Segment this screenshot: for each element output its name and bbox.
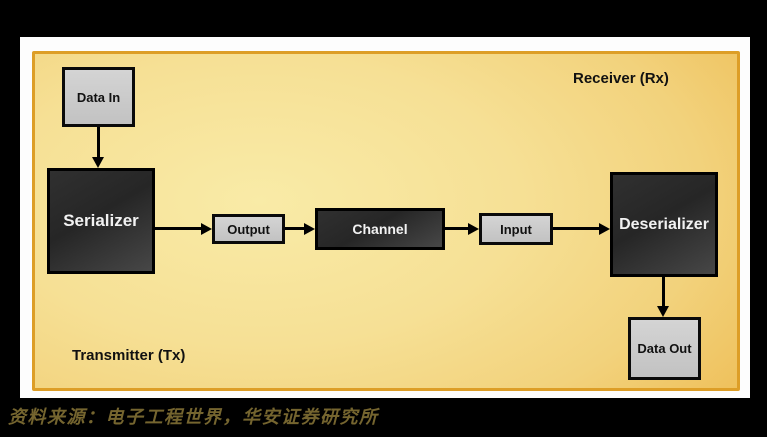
- node-output-label: Output: [227, 221, 270, 237]
- node-channel: Channel: [315, 208, 445, 250]
- node-channel-label: Channel: [352, 221, 408, 237]
- receiver-region-label: Receiver (Rx): [573, 70, 669, 87]
- node-serializer-label: Serializer: [63, 211, 139, 230]
- arrowhead-deserializer-dataout: [657, 306, 669, 317]
- source-caption: 资料来源：电子工程世界，华安证券研究所: [8, 407, 379, 428]
- transmitter-region-label: Transmitter (Tx): [72, 347, 186, 364]
- arrowhead-input-deserializer: [599, 223, 610, 235]
- arrow-channel-input: [445, 227, 469, 230]
- arrow-deserializer-dataout: [662, 277, 665, 307]
- arrow-serializer-output: [155, 227, 202, 230]
- node-serializer: Serializer: [47, 168, 155, 274]
- arrowhead-serializer-output: [201, 223, 212, 235]
- node-data-in-label: Data In: [76, 89, 121, 105]
- node-data-out-label: Data Out: [637, 341, 692, 356]
- node-output: Output: [212, 214, 285, 244]
- arrowhead-channel-input: [468, 223, 479, 235]
- arrow-datain-serializer: [97, 127, 100, 158]
- arrowhead-output-channel: [304, 223, 315, 235]
- arrow-input-deserializer: [553, 227, 600, 230]
- figure-card: Receiver (Rx) Transmitter (Tx) Data In S…: [20, 37, 750, 398]
- arrowhead-datain-serializer: [92, 157, 104, 168]
- node-data-in: Data In: [62, 67, 135, 127]
- serdes-diagram-panel: Receiver (Rx) Transmitter (Tx) Data In S…: [32, 51, 740, 391]
- node-deserializer-label: Deserializer: [619, 215, 709, 233]
- node-input: Input: [479, 213, 553, 245]
- arrow-output-channel: [285, 227, 305, 230]
- node-deserializer: Deserializer: [610, 172, 718, 277]
- node-input-label: Input: [500, 221, 532, 237]
- node-data-out: Data Out: [628, 317, 701, 380]
